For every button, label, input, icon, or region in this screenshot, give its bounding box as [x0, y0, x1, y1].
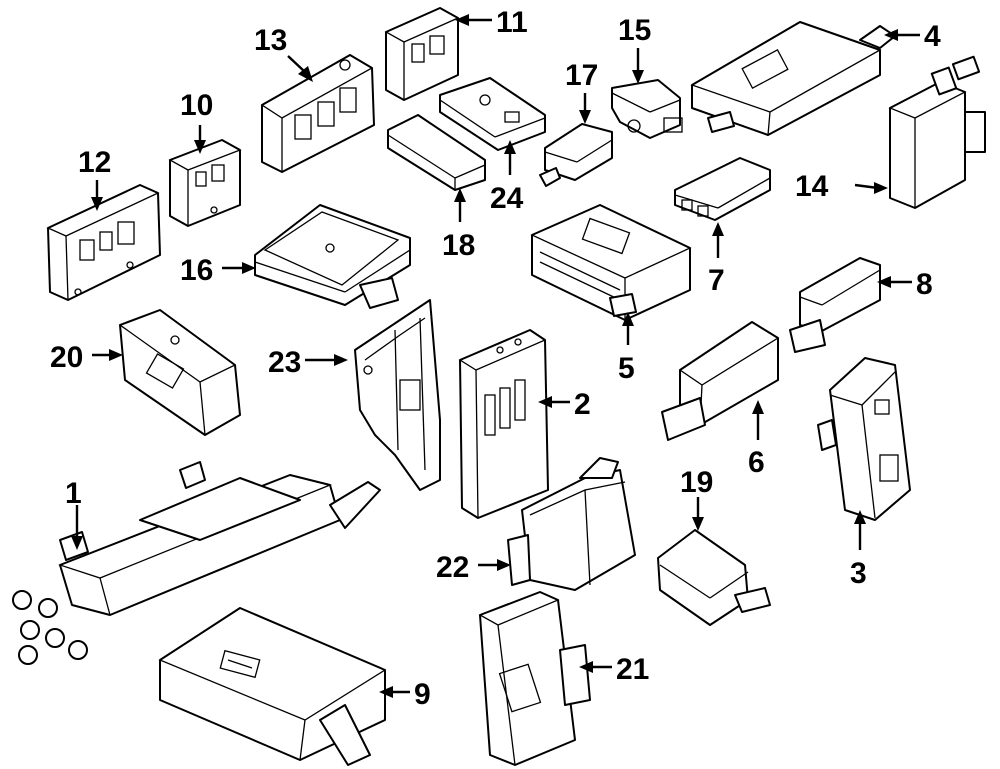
part-4-module[interactable]: [690, 21, 896, 136]
part-2-module[interactable]: [458, 329, 549, 519]
part-24-module[interactable]: [439, 77, 546, 151]
part-22-module[interactable]: [507, 457, 636, 591]
callout-2: 2: [574, 388, 591, 421]
connector-pins: [12, 590, 88, 665]
part-19-module[interactable]: [657, 529, 771, 626]
part-10-module[interactable]: [168, 139, 242, 227]
callout-23: 23: [268, 346, 301, 379]
part-20-module[interactable]: [118, 309, 241, 436]
callout-labels: 1 2 3 4 5 6 7 8 9 10 11 12 13 14 15 16 1…: [50, 6, 941, 711]
callout-19: 19: [680, 466, 713, 499]
part-11-module[interactable]: [384, 7, 460, 101]
callout-4: 4: [924, 20, 941, 53]
part-1-module[interactable]: [12, 461, 381, 665]
part-5-module[interactable]: [530, 204, 692, 321]
callout-8: 8: [916, 268, 933, 301]
callout-20: 20: [50, 341, 83, 374]
part-16-module[interactable]: [254, 204, 411, 309]
callout-7: 7: [708, 264, 725, 297]
callout-3: 3: [850, 557, 867, 590]
callout-12: 12: [78, 146, 111, 179]
part-8-module[interactable]: [789, 257, 881, 353]
part-21-module[interactable]: [478, 591, 591, 766]
part-6-module[interactable]: [661, 321, 780, 441]
part-3-module[interactable]: [817, 357, 911, 521]
part-13-module[interactable]: [260, 54, 375, 173]
callout-22: 22: [436, 551, 469, 584]
callout-15: 15: [618, 14, 651, 47]
part-18-module[interactable]: [387, 114, 486, 191]
part-23-bracket[interactable]: [354, 299, 441, 491]
callout-10: 10: [180, 89, 213, 122]
part-14-module[interactable]: [888, 55, 986, 209]
part-15-module[interactable]: [611, 79, 683, 139]
callout-9: 9: [414, 678, 431, 711]
part-17-module[interactable]: [539, 123, 613, 187]
callout-21: 21: [616, 653, 649, 686]
callout-18: 18: [442, 229, 475, 262]
callout-17: 17: [565, 59, 598, 92]
callout-1: 1: [65, 477, 82, 510]
callout-13: 13: [254, 24, 287, 57]
part-9-module[interactable]: [158, 607, 387, 766]
callout-11: 11: [496, 6, 528, 39]
callout-24: 24: [490, 182, 524, 215]
callout-16: 16: [180, 254, 213, 287]
callout-6: 6: [748, 446, 765, 479]
callout-5: 5: [618, 352, 635, 385]
part-7-module[interactable]: [674, 157, 771, 221]
leader-lines: [71, 14, 920, 698]
callout-14: 14: [795, 170, 829, 203]
part-12-module[interactable]: [46, 184, 161, 301]
